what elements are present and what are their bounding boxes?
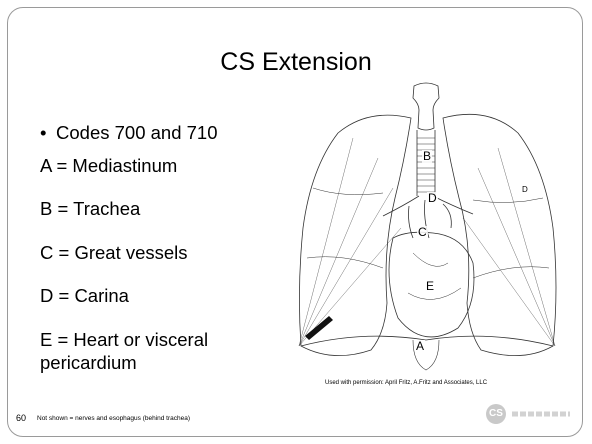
image-credit: Used with permission: April Fritz, A.Fri…	[325, 380, 487, 386]
slide-title: CS Extension	[0, 48, 592, 77]
page-number: 60	[16, 413, 26, 423]
bullet-text: Codes 700 and 710	[56, 122, 218, 143]
logo-wordmark-icon	[510, 409, 574, 419]
legend-line-e-cont: pericardium	[40, 352, 137, 374]
legend-line-e: E = Heart or visceral	[40, 329, 208, 351]
diagram-label-e: E	[425, 280, 435, 293]
footnote: Not shown = nerves and esophagus (behind…	[37, 415, 190, 422]
diagram-label-d-right: D	[521, 183, 529, 196]
bullet-dot-icon: •	[40, 122, 56, 144]
diagram-label-b: B	[422, 150, 432, 163]
diagram-label-a: A	[415, 340, 425, 353]
cs-logo: CS	[486, 404, 576, 426]
legend-line-a: A = Mediastinum	[40, 155, 177, 177]
cs-logo-icon: CS	[486, 404, 506, 424]
legend-line-b: B = Trachea	[40, 198, 140, 220]
diagram-label-c: C	[417, 226, 428, 239]
legend-line-d: D = Carina	[40, 285, 129, 307]
legend-line-c: C = Great vessels	[40, 242, 188, 264]
diagram-label-d: D	[427, 192, 438, 205]
bullet-item: •Codes 700 and 710	[40, 122, 218, 144]
